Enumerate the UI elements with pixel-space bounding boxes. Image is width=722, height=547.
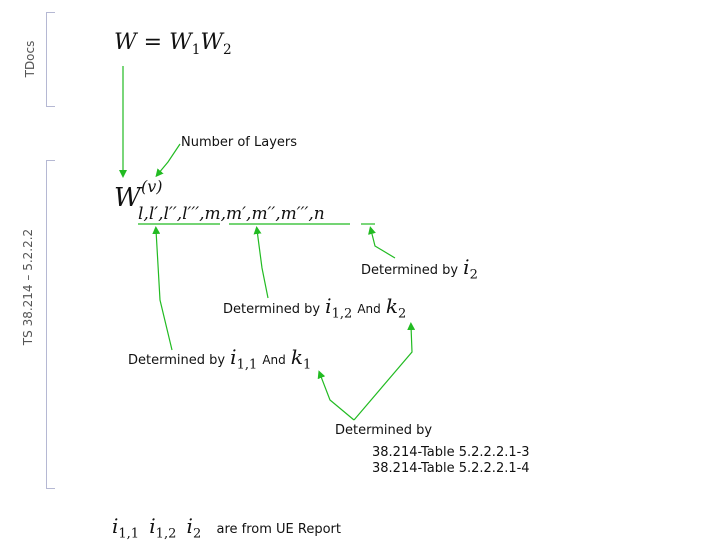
det-tables-label: Determined by (335, 423, 433, 438)
main-formula-sup: (v) (141, 177, 163, 196)
arrow-l-group (152, 226, 173, 351)
det-l-and: And (262, 353, 286, 367)
subscript-group-m: m,m′,m′′,m′′′ (204, 204, 309, 224)
footer-i12: i (149, 514, 156, 538)
subscript-sep-1: , (199, 204, 205, 224)
det-m-group: Determined by i1,2 And k2 (223, 294, 406, 322)
footer-i11: i (112, 514, 119, 538)
det-l-i: i (230, 345, 237, 369)
det-l-group: Determined by i1,1 And k1 (128, 345, 311, 373)
arrow-tables-to-k1 (317, 370, 355, 421)
top-formula-lhs: W (114, 30, 137, 55)
top-formula-w2-sub: 2 (222, 41, 232, 58)
footer-i12-sub: 1,2 (155, 526, 177, 542)
ts-bracket (46, 160, 55, 489)
det-l-i-sub: 1,1 (236, 357, 258, 373)
det-m-and: And (357, 302, 381, 316)
det-m-i-sub: 1,2 (331, 306, 353, 322)
top-formula-equals: = (143, 30, 163, 55)
det-m-k-sub: 2 (398, 306, 407, 322)
subscript-sep-2: , (308, 204, 314, 224)
subscript-n: n (313, 204, 325, 224)
footer-i2-sub: 2 (192, 526, 202, 542)
table-ref-2: 38.214-Table 5.2.2.2.1-4 (372, 461, 530, 476)
arrow-layers (155, 143, 181, 178)
det-m-k: k (385, 294, 398, 318)
det-l-text: Determined by (128, 353, 226, 368)
det-i2: Determined by i2 (361, 255, 478, 283)
det-i2-symbol: i (463, 255, 470, 279)
footer-i11-sub: 1,1 (118, 526, 140, 542)
det-i2-sub: 2 (469, 267, 478, 283)
footer-note: i1,1 i1,2 i2 are from UE Report (112, 514, 341, 542)
det-m-text: Determined by (223, 302, 321, 317)
det-m-i: i (325, 294, 332, 318)
top-formula: W = W1W2 (114, 30, 232, 58)
top-formula-w1: W (169, 30, 192, 55)
number-of-layers-label: Number of Layers (181, 135, 298, 150)
arrow-m-group (253, 226, 269, 299)
table-ref-1: 38.214-Table 5.2.2.2.1-3 (372, 445, 530, 460)
top-formula-w2: W (200, 30, 223, 55)
main-formula-subscripts: l,l′,l′′,l′′′,m,m′,m′′,m′′′,n (138, 204, 325, 224)
top-formula-w1-sub: 1 (191, 41, 201, 58)
footer-note-text: are from UE Report (216, 522, 341, 537)
main-formula-base: W (114, 183, 141, 213)
arrow-n (368, 226, 396, 259)
det-i2-text: Determined by (361, 263, 459, 278)
arrow-tables-to-k2 (353, 322, 416, 421)
det-l-k: k (290, 345, 303, 369)
tdocs-bracket (46, 12, 55, 107)
subscript-group-l: l,l′,l′′,l′′′ (138, 204, 200, 224)
footer-i2: i (186, 514, 193, 538)
det-l-k-sub: 1 (303, 357, 312, 373)
